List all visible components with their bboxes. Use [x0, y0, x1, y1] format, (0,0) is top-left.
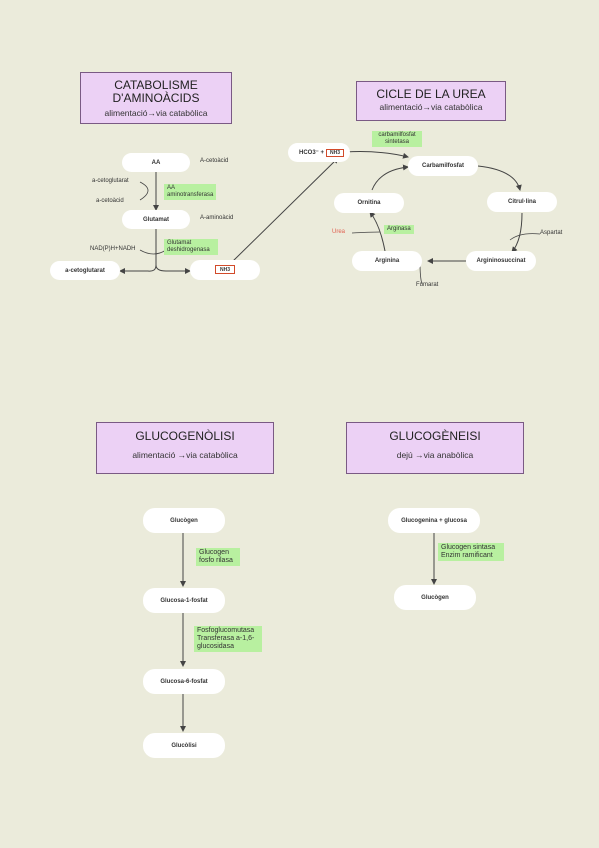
node-g6p: Glucosa-6-fosfat	[143, 669, 225, 694]
label-aketoacid: a-cetoàcid	[96, 198, 124, 204]
node-glucogen-final: Glucògen	[394, 585, 476, 610]
glucogeneisi-subtitle: dejú →via anabòlica	[396, 450, 474, 460]
enzyme-arginasa: Arginasa	[384, 225, 414, 234]
glucogenolisi-subtitle: alimentació →via catabòlica	[132, 450, 238, 460]
node-aa: AA	[122, 153, 190, 172]
node-glucogenina: Glucogenina + glucosa	[388, 508, 480, 533]
catabolisme-title: CATABOLISME D'AMINOÀCIDS	[112, 78, 200, 105]
enzyme-sintasa: Glucogen sintasa Enzim ramificant	[438, 543, 504, 561]
node-acetylglut: a-cetoglutarat	[50, 261, 120, 280]
node-nh3-container: NH3	[190, 260, 260, 280]
node-citrullina: Citrul·lina	[487, 192, 557, 212]
node-nh3-urea: NH3	[326, 148, 345, 157]
node-nh3-catab: NH3	[215, 265, 235, 274]
enzyme-gdh: Glutamat deshidrogenasa	[164, 239, 218, 255]
catabolisme-title-box: CATABOLISME D'AMINOÀCIDS alimentació→via…	[80, 72, 232, 124]
node-hco3-container: HCO3⁻ + NH3	[288, 143, 350, 162]
enzyme-cps: carbamilfosfat sintetasa	[372, 131, 422, 147]
label-nadh: NAD(P)H+NADH	[90, 246, 136, 252]
node-argsucc: Argininosuccinat	[466, 251, 536, 271]
node-arginina: Arginina	[352, 251, 422, 271]
glucogeneisi-title-box: GLUCOGÈNEISI dejú →via anabòlica	[346, 422, 524, 474]
label-aketoglutarat: a-cetoglutarat	[92, 178, 129, 184]
catabolisme-subtitle: alimentació→via catabòlica	[104, 108, 208, 118]
label-aketo-right: A-cetoàcid	[200, 158, 229, 164]
urea-title: CICLE DE LA UREA	[376, 87, 486, 101]
node-glucogen: Glucògen	[143, 508, 225, 533]
label-aspartat: Aspartat	[540, 230, 563, 236]
node-carbamil: Carbamilfosfat	[408, 156, 478, 176]
enzyme-fosfoglucomutasa: Fosfoglucomutasa Transferasa a-1,6-gluco…	[194, 626, 262, 652]
enzyme-transaminase: AA aminotransferasa	[164, 184, 216, 200]
node-glutamat: Glutamat	[122, 210, 190, 229]
glucogeneisi-title: GLUCOGÈNEISI	[389, 429, 481, 443]
node-ornitina: Ornitina	[334, 193, 404, 213]
label-hco3: HCO3⁻ +	[299, 150, 325, 156]
glucogenolisi-title-box: GLUCOGENÒLISI alimentació →via catabòlic…	[96, 422, 274, 474]
node-glucolisi: Glucòlisi	[143, 733, 225, 758]
label-fumarat: Fumarat	[416, 282, 439, 288]
label-aaminat: A-aminoàcid	[200, 215, 234, 221]
urea-subtitle: alimentació→via catabòlica	[379, 102, 483, 112]
node-g1p: Glucosa-1-fosfat	[143, 588, 225, 613]
label-urea: Urea	[332, 229, 346, 235]
enzyme-fosforilasa: Glucogen fosfo rilasa	[196, 548, 240, 566]
glucogenolisi-title: GLUCOGENÒLISI	[135, 429, 235, 443]
urea-title-box: CICLE DE LA UREA alimentació→via catabòl…	[356, 81, 506, 121]
